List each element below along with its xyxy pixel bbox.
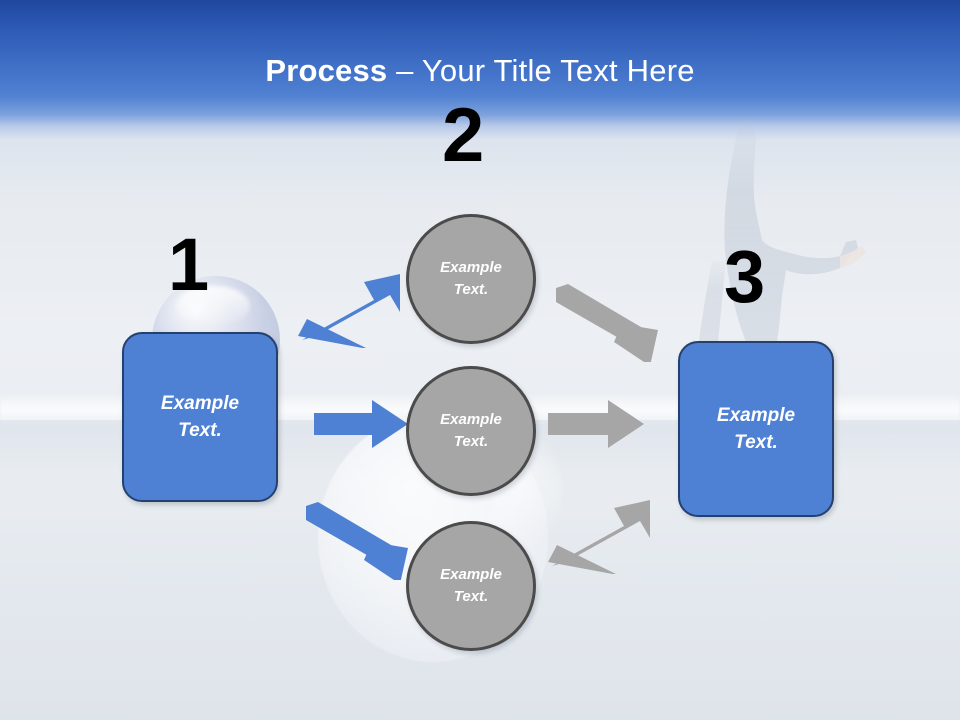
process-box-right-label: Example Text.: [716, 405, 796, 453]
step-number-1: 1: [168, 223, 210, 306]
process-circle-top-label: Example Text.: [440, 259, 502, 298]
page-title-strong: Process: [265, 53, 388, 88]
process-circle-top[interactable]: Example Text.: [406, 214, 536, 344]
sphere-decoration-highlight: [176, 286, 250, 326]
process-circle-middle-label: Example Text.: [440, 411, 502, 450]
process-box-right[interactable]: Example Text.: [678, 341, 834, 517]
process-circle-middle[interactable]: Example Text.: [406, 366, 536, 496]
process-circle-bottom[interactable]: Example Text.: [406, 521, 536, 651]
process-circle-bottom-label: Example Text.: [440, 566, 502, 605]
step-number-3: 3: [724, 235, 766, 318]
process-box-left[interactable]: Example Text.: [122, 332, 278, 502]
step-number-2: 2: [442, 93, 485, 178]
page-title-rest: – Your Title Text Here: [387, 53, 695, 88]
page-title: Process – Your Title Text Here: [0, 52, 960, 90]
process-box-left-label: Example Text.: [160, 393, 240, 441]
